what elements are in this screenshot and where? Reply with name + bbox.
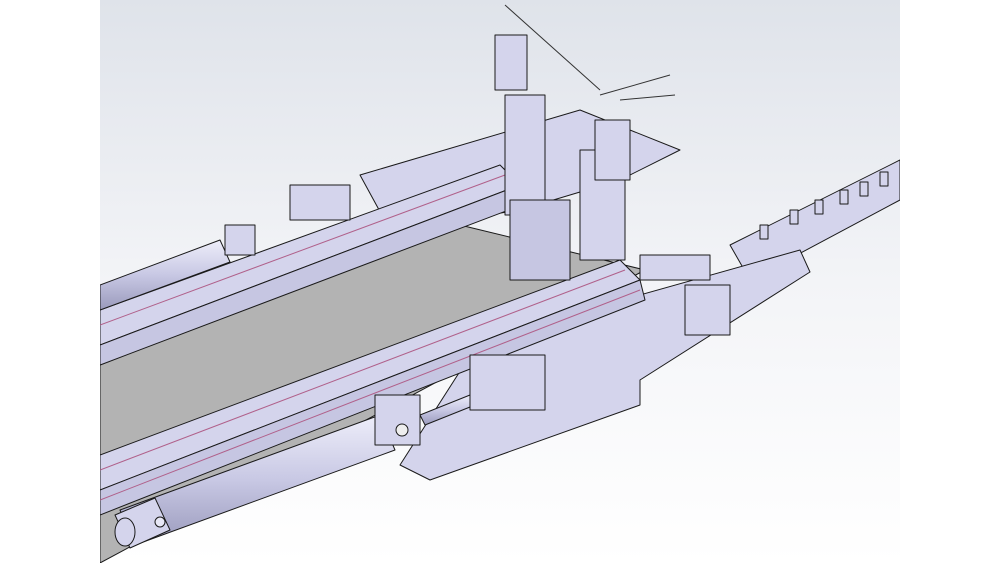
rail-groove-lower-2 — [100, 289, 641, 501]
cad-model-render — [100, 0, 900, 563]
cylinder-mount-lower — [374, 394, 421, 446]
clamp-block-right — [684, 284, 731, 336]
wire — [504, 4, 601, 91]
cad-viewport[interactable] — [100, 0, 900, 563]
block-center — [509, 199, 571, 281]
feeder-pins — [759, 171, 889, 240]
slide-block-lower — [469, 354, 546, 411]
slide-block-upper — [289, 184, 351, 221]
actuator-right — [594, 119, 631, 181]
vertical-column-left — [504, 94, 546, 216]
wire-3 — [619, 94, 676, 101]
cylinder-rod-end — [114, 517, 136, 547]
mount-bore — [395, 423, 409, 437]
feed-guide — [639, 254, 711, 281]
cylinder-port — [154, 516, 166, 528]
actuator-left — [494, 34, 528, 91]
wire-2 — [599, 74, 671, 96]
guide-rail-lower-2 — [100, 279, 646, 516]
rail-groove-lower — [100, 269, 626, 471]
air-cylinder-upper — [100, 239, 231, 311]
cylinder-mount-upper — [224, 224, 256, 256]
rail-groove — [100, 174, 506, 326]
